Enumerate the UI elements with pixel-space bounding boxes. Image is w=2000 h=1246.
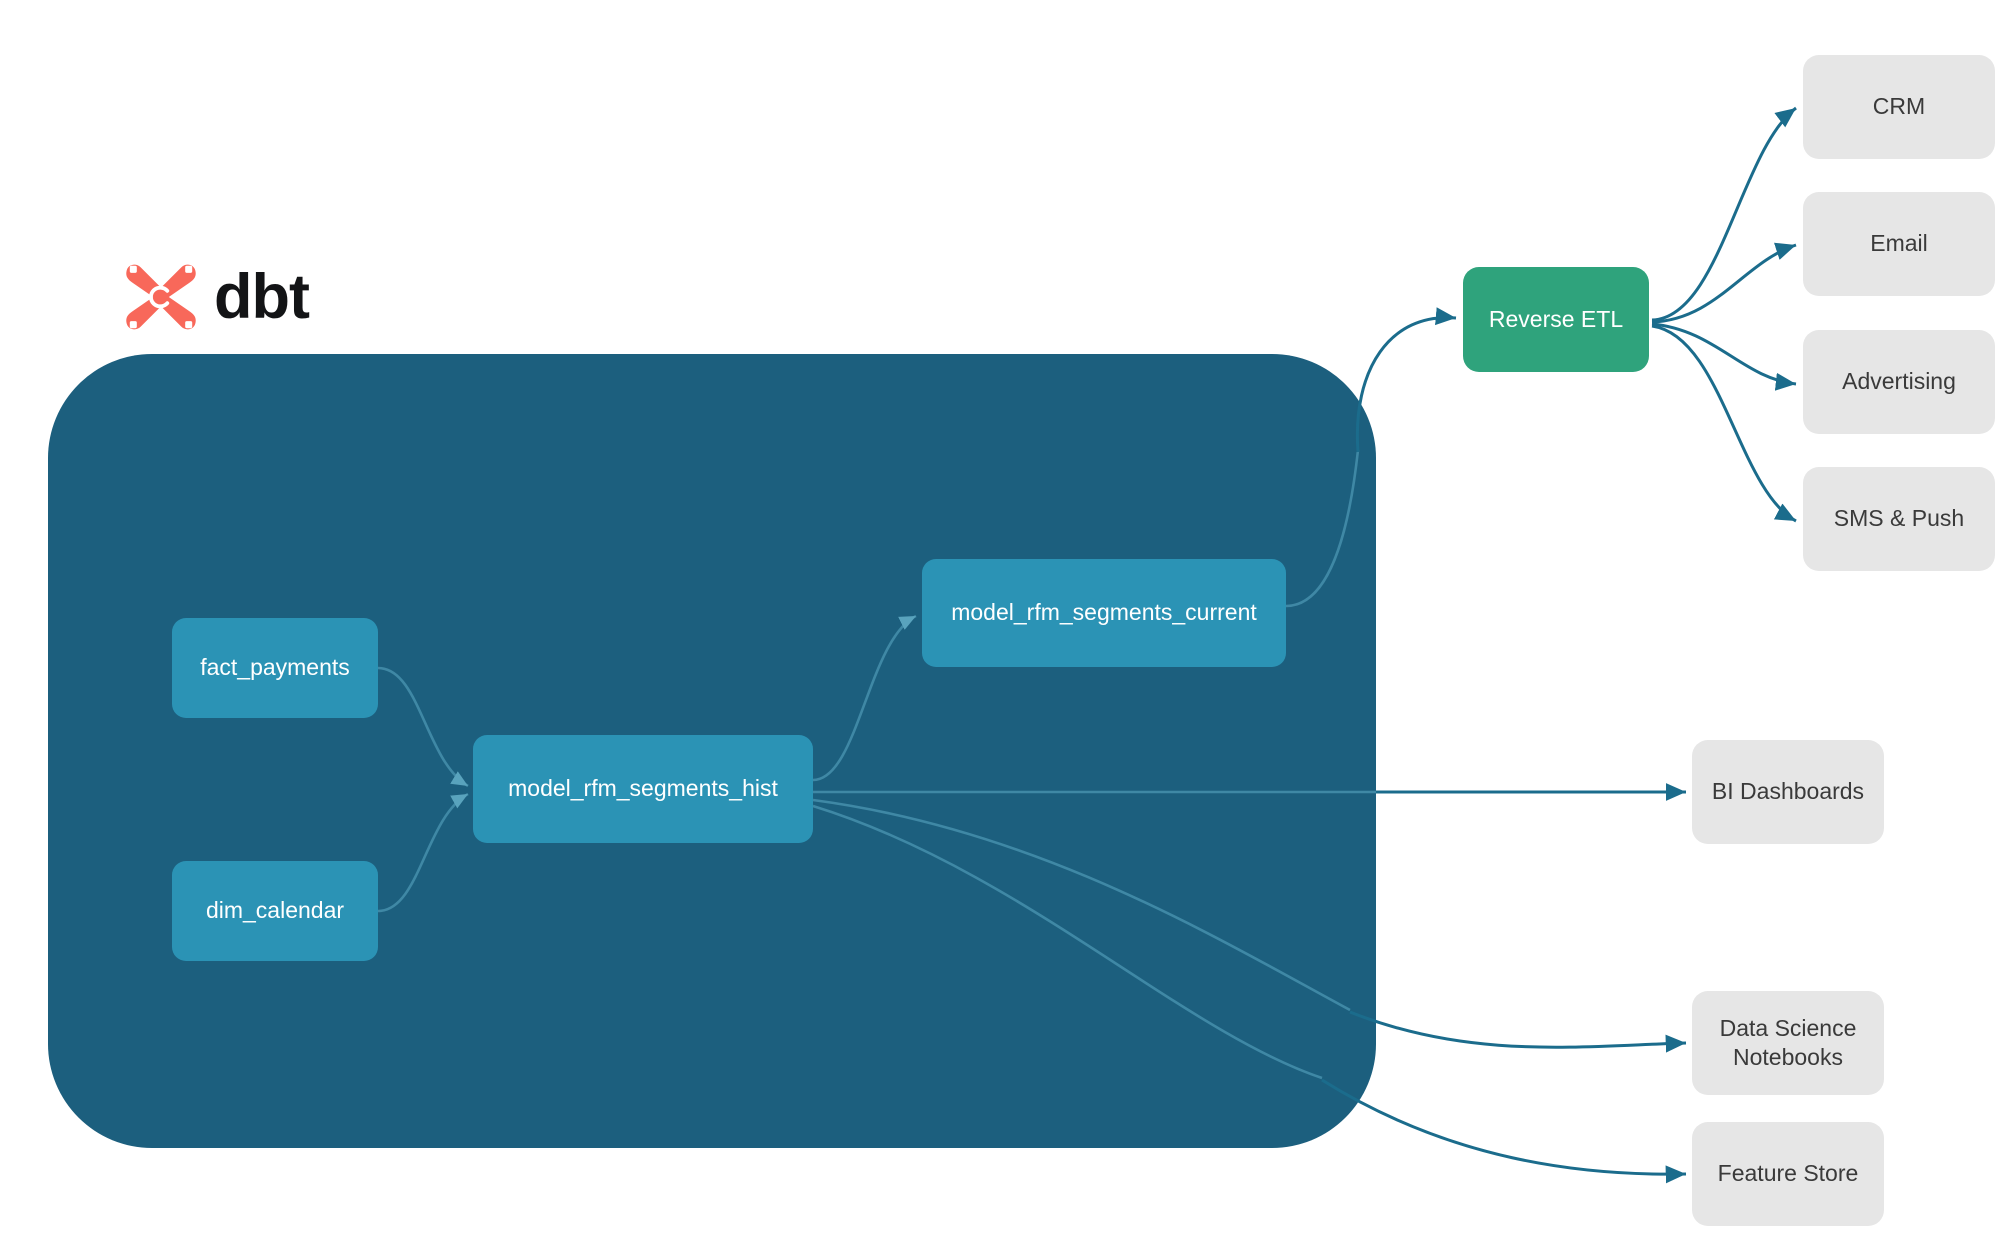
dbt-x-mark-icon (126, 264, 196, 330)
node-label: Feature Store (1717, 1160, 1859, 1187)
consumer-node-feature-store[interactable]: Feature Store (1692, 1122, 1884, 1226)
model-node-rfm-segments-hist[interactable]: model_rfm_segments_hist (473, 735, 813, 843)
model-node-rfm-segments-current[interactable]: model_rfm_segments_current (922, 559, 1286, 667)
node-label: fact_payments (200, 654, 350, 681)
destination-node-email[interactable]: Email (1803, 192, 1995, 296)
model-node-dim-calendar[interactable]: dim_calendar (172, 861, 378, 961)
node-label-line2: Notebooks (1733, 1044, 1843, 1070)
node-label: BI Dashboards (1711, 778, 1865, 805)
consumer-node-bi-dashboards[interactable]: BI Dashboards (1692, 740, 1884, 844)
edge-reverse-etl-to-advertising (1651, 322, 1797, 391)
edge-reverse-etl-to-email (1651, 242, 1797, 324)
edge-reverse-etl-to-sms-push (1651, 324, 1797, 523)
node-label: dim_calendar (205, 897, 345, 924)
edge-reverse-etl-to-crm (1651, 106, 1797, 322)
destination-node-advertising[interactable]: Advertising (1803, 330, 1995, 434)
node-label: model_rfm_segments_current (951, 599, 1257, 626)
dbt-logo: dbt (122, 258, 310, 336)
node-label-wrap: Data Science Notebooks (1720, 1014, 1857, 1073)
edge-to-ds-notebooks (1349, 1010, 1687, 1053)
destination-node-sms-push[interactable]: SMS & Push (1803, 467, 1995, 571)
dbt-wordmark: dbt (214, 261, 310, 332)
node-label: Email (1870, 230, 1928, 257)
destination-node-crm[interactable]: CRM (1803, 55, 1995, 159)
node-label-line1: Data Science (1719, 1014, 1857, 1041)
reverse-etl-node[interactable]: Reverse ETL (1463, 267, 1649, 372)
model-node-fact-payments[interactable]: fact_payments (172, 618, 378, 718)
node-label: Advertising (1842, 368, 1956, 395)
node-label: Reverse ETL (1488, 305, 1624, 332)
node-label: SMS & Push (1833, 505, 1965, 532)
consumer-node-data-science-notebooks[interactable]: Data Science Notebooks (1692, 991, 1884, 1095)
node-label: CRM (1872, 93, 1926, 120)
node-label: model_rfm_segments_hist (508, 775, 778, 802)
edge-to-feature-store (1321, 1078, 1687, 1184)
